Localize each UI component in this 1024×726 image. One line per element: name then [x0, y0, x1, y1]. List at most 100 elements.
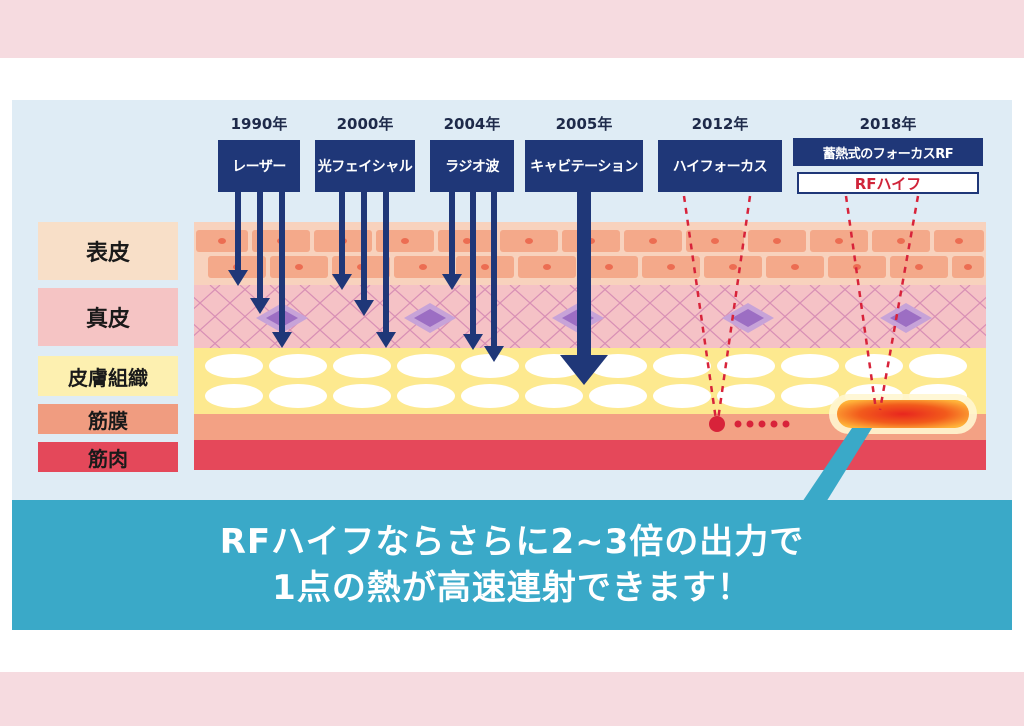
fiber-line [929, 296, 986, 348]
cell-nucleus [791, 264, 799, 270]
fat-cells [205, 354, 967, 408]
fat-cell [333, 384, 391, 408]
year-label-2018: 2018年 [859, 115, 917, 133]
fiber-line [209, 285, 281, 348]
rf-arrow-1-head [442, 274, 462, 290]
fiber-line [194, 285, 221, 310]
callout-line-2: 1点の熱が高速連射できます！ [272, 568, 752, 608]
top-pink-band [0, 0, 1024, 58]
tech-box-cavitation: キャビテーション [525, 140, 643, 192]
cavitation-arrow-head [560, 355, 608, 385]
energy-arrows [228, 192, 920, 432]
fiber-line [1020, 285, 1024, 348]
photofacial-arrow-1-head [332, 274, 352, 290]
hifu-shot-dot [782, 420, 790, 428]
fiber-line [599, 285, 671, 348]
fiber-line [194, 323, 221, 348]
hifu-beam-left [682, 195, 718, 421]
laser-arrow-1-head [228, 270, 248, 286]
fiber-line [809, 285, 881, 348]
fat-cell [717, 384, 775, 408]
fiber-line [449, 285, 521, 348]
layer-label-tissue: 皮膚組織 [38, 356, 178, 396]
fat-cell [269, 384, 327, 408]
cell-nucleus [955, 238, 963, 244]
rf-hifu-beam-left [844, 195, 878, 411]
cell-nucleus [401, 238, 409, 244]
laser-arrow-3-shaft [279, 192, 285, 332]
tech-box-rf-hifu: RFハイフ [797, 172, 979, 194]
rf-arrow-2-head [463, 334, 483, 350]
cell-nucleus [649, 238, 657, 244]
laser-arrow-2-shaft [257, 192, 263, 298]
callout-line-1: RFハイフならさらに2~3倍の出力で [219, 522, 805, 562]
hifu-shot-dot [746, 420, 754, 428]
callout-box: RFハイフならさらに2~3倍の出力で 1点の熱が高速連射できます！ [12, 500, 1012, 630]
tech-box-laser: レーザー [218, 140, 300, 192]
tech-box-hifu: ハイフォーカス [658, 140, 782, 192]
fiber-line [959, 323, 986, 348]
rf-arrow-2-shaft [470, 192, 476, 334]
tech-box-radiofrequency: ラジオ波 [430, 140, 514, 192]
laser-arrow-1-shaft [235, 192, 241, 270]
fiber-line [659, 285, 731, 348]
laser-arrow-3-head [272, 332, 292, 348]
cell-nucleus [667, 264, 675, 270]
fiber-line [1020, 285, 1024, 348]
layer-label-dermis: 真皮 [38, 288, 178, 346]
laser-arrow-2-head [250, 298, 270, 314]
year-label-2012: 2012年 [691, 115, 749, 133]
cell-nucleus [218, 238, 226, 244]
hifu-beam-right [716, 195, 752, 421]
rf-arrow-1-shaft [449, 192, 455, 274]
muscle-layer [194, 440, 986, 470]
fiber-line [990, 285, 1024, 348]
dermis-cell-core [732, 309, 764, 327]
cell-nucleus [897, 238, 905, 244]
cavitation-arrow-shaft [577, 192, 591, 355]
rf-hifu-beam-right [878, 195, 920, 411]
photofacial-arrow-2-shaft [361, 192, 367, 300]
year-label-2005: 2005年 [555, 115, 613, 133]
cell-nucleus [915, 264, 923, 270]
layer-label-muscle: 筋肉 [38, 442, 178, 472]
dermis-cell-core [890, 309, 922, 327]
year-label-1990: 1990年 [230, 115, 288, 133]
cell-nucleus [481, 264, 489, 270]
fiber-line [359, 285, 431, 348]
fat-cell [525, 384, 583, 408]
fiber-line [839, 285, 911, 348]
photofacial-arrow-3-shaft [383, 192, 389, 332]
cell-nucleus [605, 264, 613, 270]
cell-nucleus [773, 238, 781, 244]
rf-arrow-3-shaft [491, 192, 497, 346]
fat-cell [653, 354, 711, 378]
callout-pointer [790, 428, 872, 520]
fat-cell [781, 354, 839, 378]
layer-label-epidermis: 表皮 [38, 222, 178, 280]
rf-arrow-3-head [484, 346, 504, 362]
tech-box-photofacial: 光フェイシャル [315, 140, 415, 192]
fat-cell [269, 354, 327, 378]
tech-box-focus-rf: 蓄熱式のフォーカスRF [793, 138, 983, 166]
dermis-cell-core [414, 309, 446, 327]
hifu-shot-dot [758, 420, 766, 428]
fat-cell [461, 354, 519, 378]
hifu-shot-dot [770, 420, 778, 428]
year-label-2004: 2004年 [443, 115, 501, 133]
fiber-line [194, 285, 251, 337]
fiber-line [749, 285, 821, 348]
year-label-2000: 2000年 [336, 115, 394, 133]
fiber-line [990, 285, 1024, 348]
fat-cell [397, 354, 455, 378]
fiber-line [779, 285, 851, 348]
hifu-focal-point [709, 416, 725, 432]
fat-cell [205, 384, 263, 408]
fat-cell [909, 354, 967, 378]
fat-cell [781, 384, 839, 408]
cell-nucleus [711, 238, 719, 244]
fat-cell [397, 384, 455, 408]
bottom-pink-band [0, 672, 1024, 726]
heat-zone [837, 400, 969, 428]
